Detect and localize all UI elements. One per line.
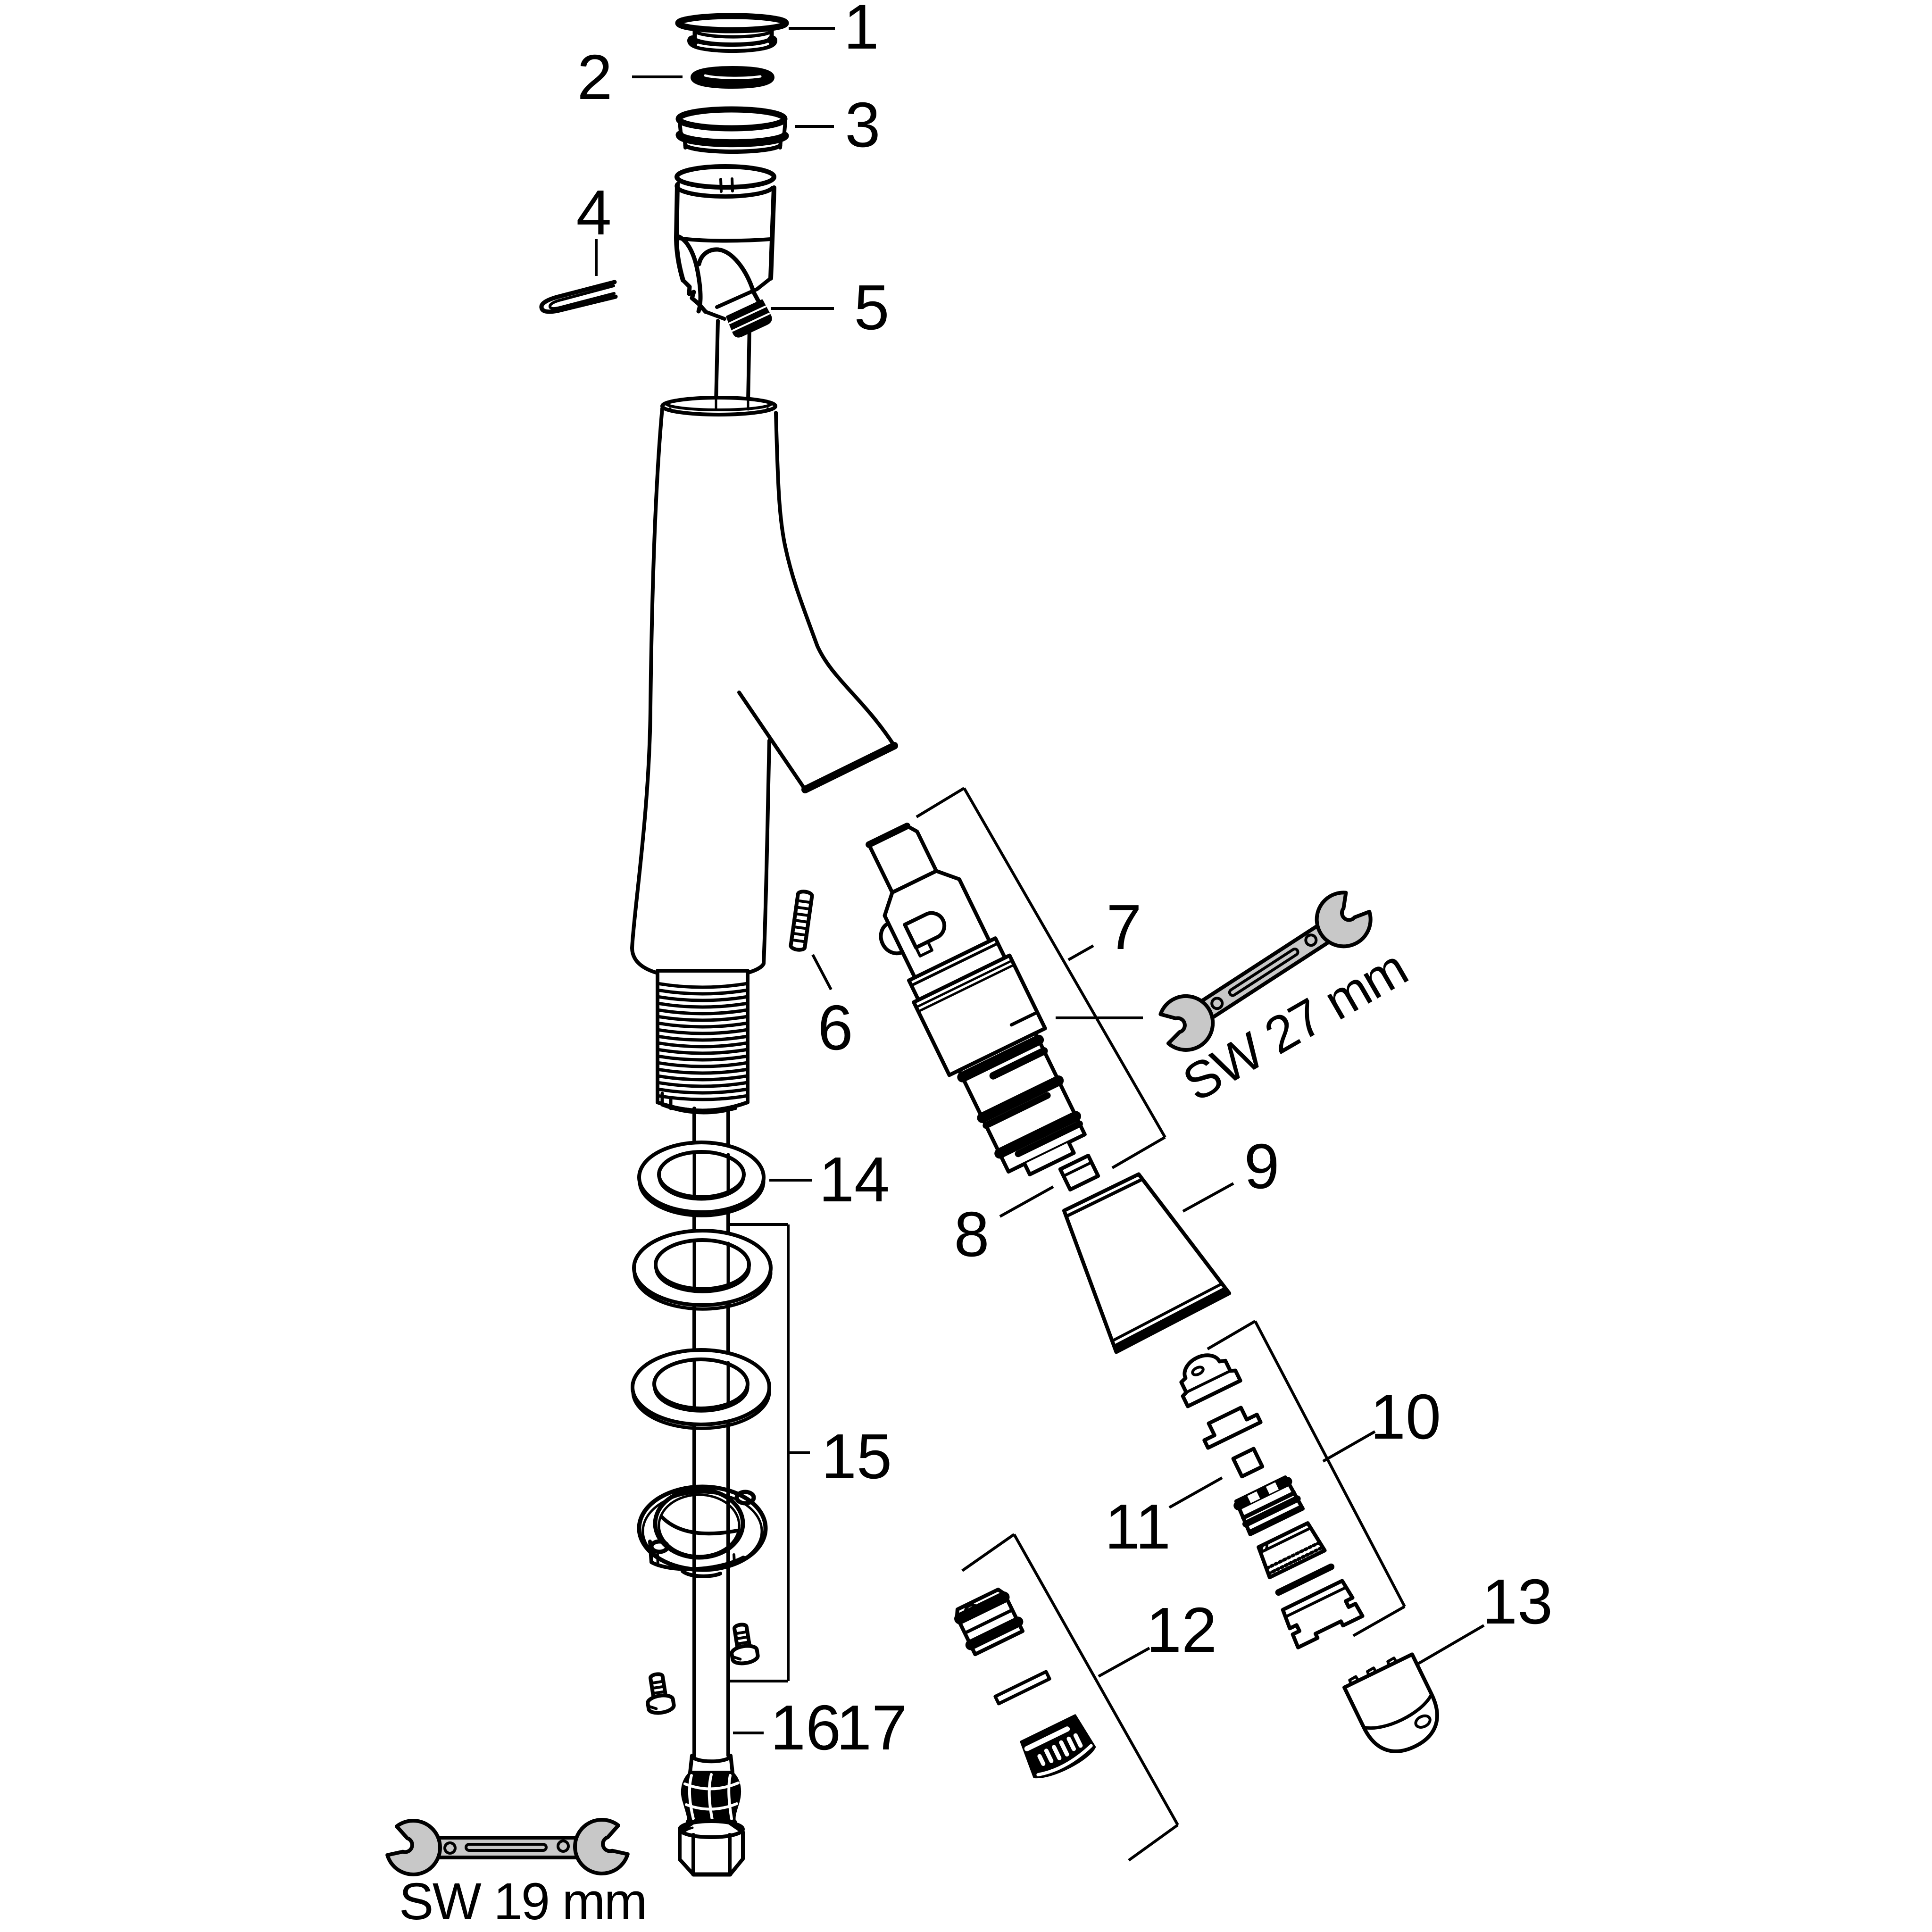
svg-text:13: 13 [1482,1566,1553,1637]
svg-text:8: 8 [954,1199,989,1270]
svg-text:2: 2 [577,42,612,113]
svg-text:9: 9 [1244,1131,1279,1202]
svg-text:11: 11 [1105,1491,1171,1562]
svg-text:7: 7 [1106,891,1141,963]
svg-text:10: 10 [1370,1381,1441,1452]
svg-text:1: 1 [843,0,879,62]
svg-text:SW 19 mm: SW 19 mm [399,1873,646,1931]
svg-text:12: 12 [1146,1594,1217,1666]
svg-text:15: 15 [821,1421,892,1492]
svg-text:14: 14 [819,1144,890,1215]
svg-text:3: 3 [845,89,880,160]
svg-text:4: 4 [576,177,611,248]
svg-text:16: 16 [770,1692,841,1763]
svg-text:17: 17 [836,1692,907,1763]
svg-text:6: 6 [817,992,853,1063]
svg-text:5: 5 [854,272,889,343]
